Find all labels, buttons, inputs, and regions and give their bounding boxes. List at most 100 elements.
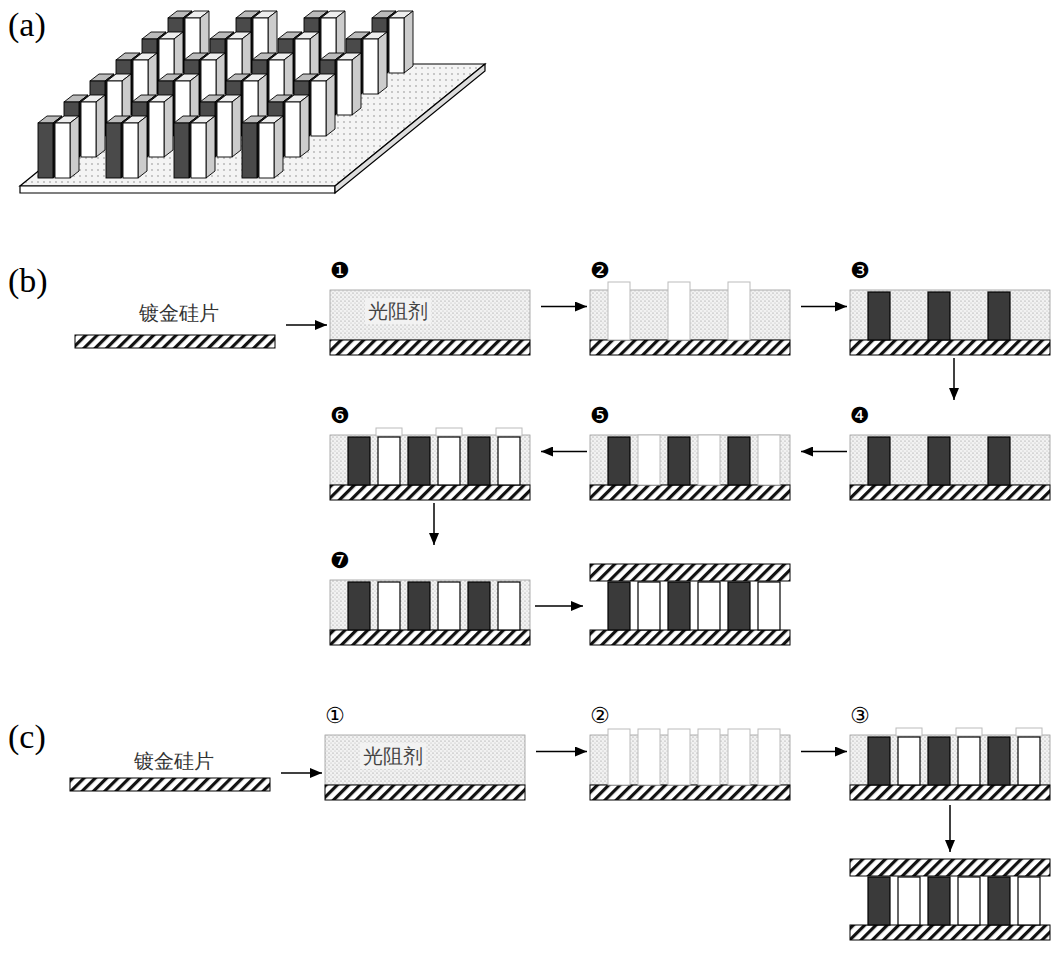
gold-silicon-wafer xyxy=(850,925,1050,940)
dark-pillar xyxy=(868,437,890,485)
process-step-figure xyxy=(330,428,530,500)
gold-silicon-wafer xyxy=(850,785,1050,800)
gold-silicon-wafer xyxy=(330,340,530,355)
step-number: ② xyxy=(590,703,798,729)
pillar-front xyxy=(174,123,189,178)
process-step: ❻ xyxy=(330,403,538,500)
dark-pillar xyxy=(928,877,950,925)
white-pillar xyxy=(1018,877,1040,925)
pillar-side xyxy=(404,11,413,73)
process-step-figure xyxy=(590,282,790,355)
flow-arrow xyxy=(286,324,327,326)
pillar-side xyxy=(326,74,335,136)
process-step-figure xyxy=(330,580,530,645)
flow-arrow xyxy=(801,451,847,453)
dark-pillar xyxy=(928,292,950,340)
dark-pillar xyxy=(928,437,950,485)
white-pillar xyxy=(958,737,980,785)
resist-opening xyxy=(758,435,780,485)
pillar-front xyxy=(149,102,164,157)
white-pillar xyxy=(898,737,920,785)
pillar-front xyxy=(81,102,96,157)
step-number: ❻ xyxy=(330,403,538,429)
panel-label: (b) xyxy=(8,262,48,300)
process-step: ③ xyxy=(850,703,1058,800)
white-pillar xyxy=(438,582,460,630)
flow-arrow xyxy=(801,306,847,308)
overfill-bump xyxy=(436,428,462,436)
process-step-figure xyxy=(850,859,1050,940)
pillar-side xyxy=(70,116,79,178)
gold-silicon-wafer xyxy=(75,335,275,348)
process-step-figure xyxy=(325,735,525,800)
panel-label: (a) xyxy=(8,6,46,44)
pillar-front xyxy=(363,39,378,94)
process-step-figure xyxy=(850,435,1050,500)
flow-arrow xyxy=(953,358,955,400)
photoresist-layer xyxy=(850,290,1050,340)
dark-pillar xyxy=(988,877,1010,925)
resist-opening xyxy=(608,282,630,340)
dark-pillar xyxy=(988,737,1010,785)
flow-arrow xyxy=(801,751,847,753)
resist-opening xyxy=(608,729,630,785)
dark-pillar xyxy=(408,582,430,630)
white-pillar xyxy=(498,437,520,485)
photoresist-layer xyxy=(850,735,1050,785)
dark-pillar xyxy=(728,437,750,485)
gold-silicon-wafer xyxy=(590,785,790,800)
pillar-side xyxy=(300,95,309,157)
resist-opening xyxy=(728,729,750,785)
dark-pillar xyxy=(348,582,370,630)
pillar-front xyxy=(242,123,257,178)
step-number: ❸ xyxy=(850,258,1058,284)
gold-silicon-wafer xyxy=(590,340,790,355)
gold-silicon-wafer xyxy=(850,485,1050,500)
dark-pillar xyxy=(868,877,890,925)
wafer-label: 镀金硅片 xyxy=(70,748,278,774)
wafer-step: 镀金硅片 xyxy=(75,300,283,350)
white-pillar xyxy=(958,877,980,925)
gold-silicon-wafer xyxy=(590,630,790,645)
white-pillar xyxy=(898,877,920,925)
photoresist-layer xyxy=(330,580,530,630)
top-wafer xyxy=(850,859,1050,876)
substrate-edge xyxy=(20,186,335,193)
pillar-side xyxy=(352,53,361,115)
pillar-side xyxy=(378,32,387,94)
process-step-figure xyxy=(590,564,790,645)
pillar-side xyxy=(232,95,241,157)
photoresist-layer xyxy=(325,735,525,785)
pillar-front xyxy=(191,123,206,178)
dark-pillar xyxy=(988,437,1010,485)
dark-pillar xyxy=(668,582,690,630)
overfill-bump xyxy=(1016,728,1042,736)
pillar-front xyxy=(337,60,352,115)
dark-pillar xyxy=(928,737,950,785)
process-step: ❶光阻剂 xyxy=(330,258,538,355)
pillar-front xyxy=(285,102,300,157)
pillar-front xyxy=(389,18,404,73)
dark-pillar xyxy=(608,437,630,485)
pillar-front xyxy=(55,123,70,178)
process-step: ❼ xyxy=(330,548,538,645)
step-number: ③ xyxy=(850,703,1058,729)
dark-pillar xyxy=(468,437,490,485)
step-number: ❶ xyxy=(330,258,538,284)
resist-opening xyxy=(728,282,750,340)
gold-silicon-wafer xyxy=(325,785,525,800)
dark-pillar xyxy=(868,292,890,340)
process-step-figure xyxy=(330,290,530,355)
pillar-front xyxy=(311,81,326,136)
pillar-side xyxy=(164,95,173,157)
wafer-step: 镀金硅片 xyxy=(70,748,278,798)
flow-arrow xyxy=(536,751,587,753)
white-pillar xyxy=(378,437,400,485)
pillar-front xyxy=(106,123,121,178)
pillar-side xyxy=(274,116,283,178)
resist-opening xyxy=(698,435,720,485)
pillar-front xyxy=(123,123,138,178)
resist-opening xyxy=(668,729,690,785)
flow-arrow xyxy=(949,805,951,852)
